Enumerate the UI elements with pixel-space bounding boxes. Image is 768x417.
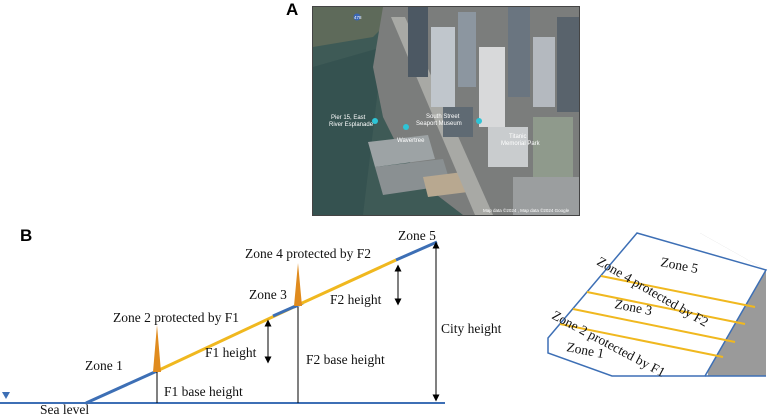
panel-a-label: A <box>286 0 299 19</box>
slope-divider-2 <box>572 308 736 343</box>
map-label-pier-line2: River Esplanade <box>329 122 374 128</box>
flood-wall-f1 <box>153 325 161 372</box>
pier-structure <box>368 135 435 167</box>
zone5-label: Zone 5 <box>398 228 436 243</box>
map-label-pier-line1: Pier 15, East <box>331 115 366 121</box>
map-pin-icon <box>372 118 378 124</box>
panel-b-label: B <box>20 226 33 245</box>
slope-divider-3 <box>586 291 746 325</box>
road-shield-icon <box>353 13 361 21</box>
slope-divider-4 <box>600 275 756 308</box>
map-pin-icon <box>403 124 409 130</box>
zone1-label: Zone 1 <box>85 358 123 373</box>
slope-zone3-label: Zone 3 <box>613 296 653 318</box>
f1-base-height-label: F1 base height <box>164 384 243 399</box>
map-label-museum-line2: Seaport Museum <box>416 121 462 127</box>
zone5-segment <box>395 240 438 262</box>
zone1-segment <box>85 369 158 405</box>
flood-wall-f2 <box>294 263 302 306</box>
map-label-park-line1: Titanic <box>509 134 526 140</box>
zone3-label: Zone 3 <box>249 287 287 302</box>
slope-zone5-label: Zone 5 <box>659 254 699 276</box>
f2-base-height-label: F2 base height <box>306 352 385 367</box>
zone4-segment <box>299 258 397 306</box>
map-credit: Map data ©2024 , Map data ©2024 Google <box>483 207 570 213</box>
map-label-wavertree: Wavertree <box>397 138 425 144</box>
f2-height-label: F2 height <box>330 292 382 307</box>
road-shield-number: 478 <box>354 15 362 20</box>
zone2-label: Zone 2 protected by F1 <box>113 310 239 325</box>
map-label-museum-line1: South Street <box>426 114 460 120</box>
zone4-label: Zone 4 protected by F2 <box>245 246 371 261</box>
map-pin-icon <box>476 118 482 124</box>
slope-zone1-label: Zone 1 <box>565 339 605 361</box>
sea-level-label: Sea level <box>40 402 89 417</box>
aerial-map-image: 478 Pier 15, East River Esplanade South … <box>312 6 580 216</box>
sea-level-marker-icon <box>2 392 10 399</box>
slope-illustration: Zone 5 Zone 4 protected by F2 Zone 3 Zon… <box>547 232 768 380</box>
city-height-label: City height <box>441 321 502 336</box>
f1-height-label: F1 height <box>205 345 257 360</box>
map-label-park-line2: Memorial Park <box>501 141 541 147</box>
slope-divider-1 <box>559 323 724 358</box>
far-shore <box>313 7 403 47</box>
